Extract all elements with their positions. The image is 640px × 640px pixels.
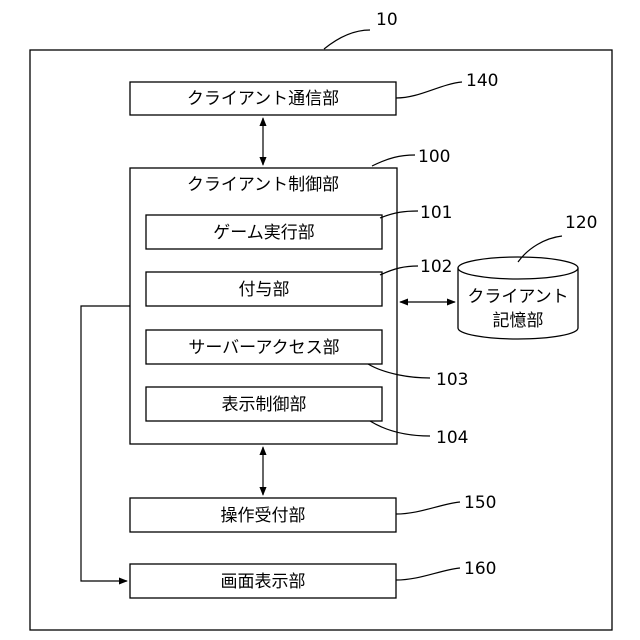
display-control-label: 表示制御部 <box>222 395 307 415</box>
client-storage-ref: 120 <box>565 213 597 233</box>
display-control-ref: 104 <box>436 428 468 448</box>
grant-label: 付与部 <box>239 280 290 300</box>
screen-display-ref: 160 <box>464 559 496 579</box>
client-comm-leader-line <box>396 82 462 98</box>
op-receive-label: 操作受付部 <box>221 506 306 526</box>
client-storage-label-line1: クライアント <box>467 287 568 307</box>
op-receive-leader-line <box>396 502 460 514</box>
server-access-label: サーバーアクセス部 <box>188 338 339 358</box>
grant-ref: 102 <box>420 257 452 277</box>
client-control-ref: 100 <box>418 147 450 167</box>
game-exec-label: ゲーム実行部 <box>213 223 315 243</box>
device-leader-line <box>324 30 370 49</box>
game-exec-ref: 101 <box>420 203 452 223</box>
client-control-leader-line <box>372 155 415 166</box>
op-receive-ref: 150 <box>464 493 496 513</box>
client-comm-ref: 140 <box>466 71 498 91</box>
client-control-label: クライアント制御部 <box>187 175 339 195</box>
screen-display-label: 画面表示部 <box>221 572 306 592</box>
device-ref: 10 <box>376 10 398 30</box>
client-storage-label-line2: 記憶部 <box>493 311 544 331</box>
control-display-connector <box>81 306 130 581</box>
client-comm-label: クライアント通信部 <box>187 89 339 109</box>
server-access-ref: 103 <box>436 370 468 390</box>
screen-display-leader-line <box>396 568 460 580</box>
